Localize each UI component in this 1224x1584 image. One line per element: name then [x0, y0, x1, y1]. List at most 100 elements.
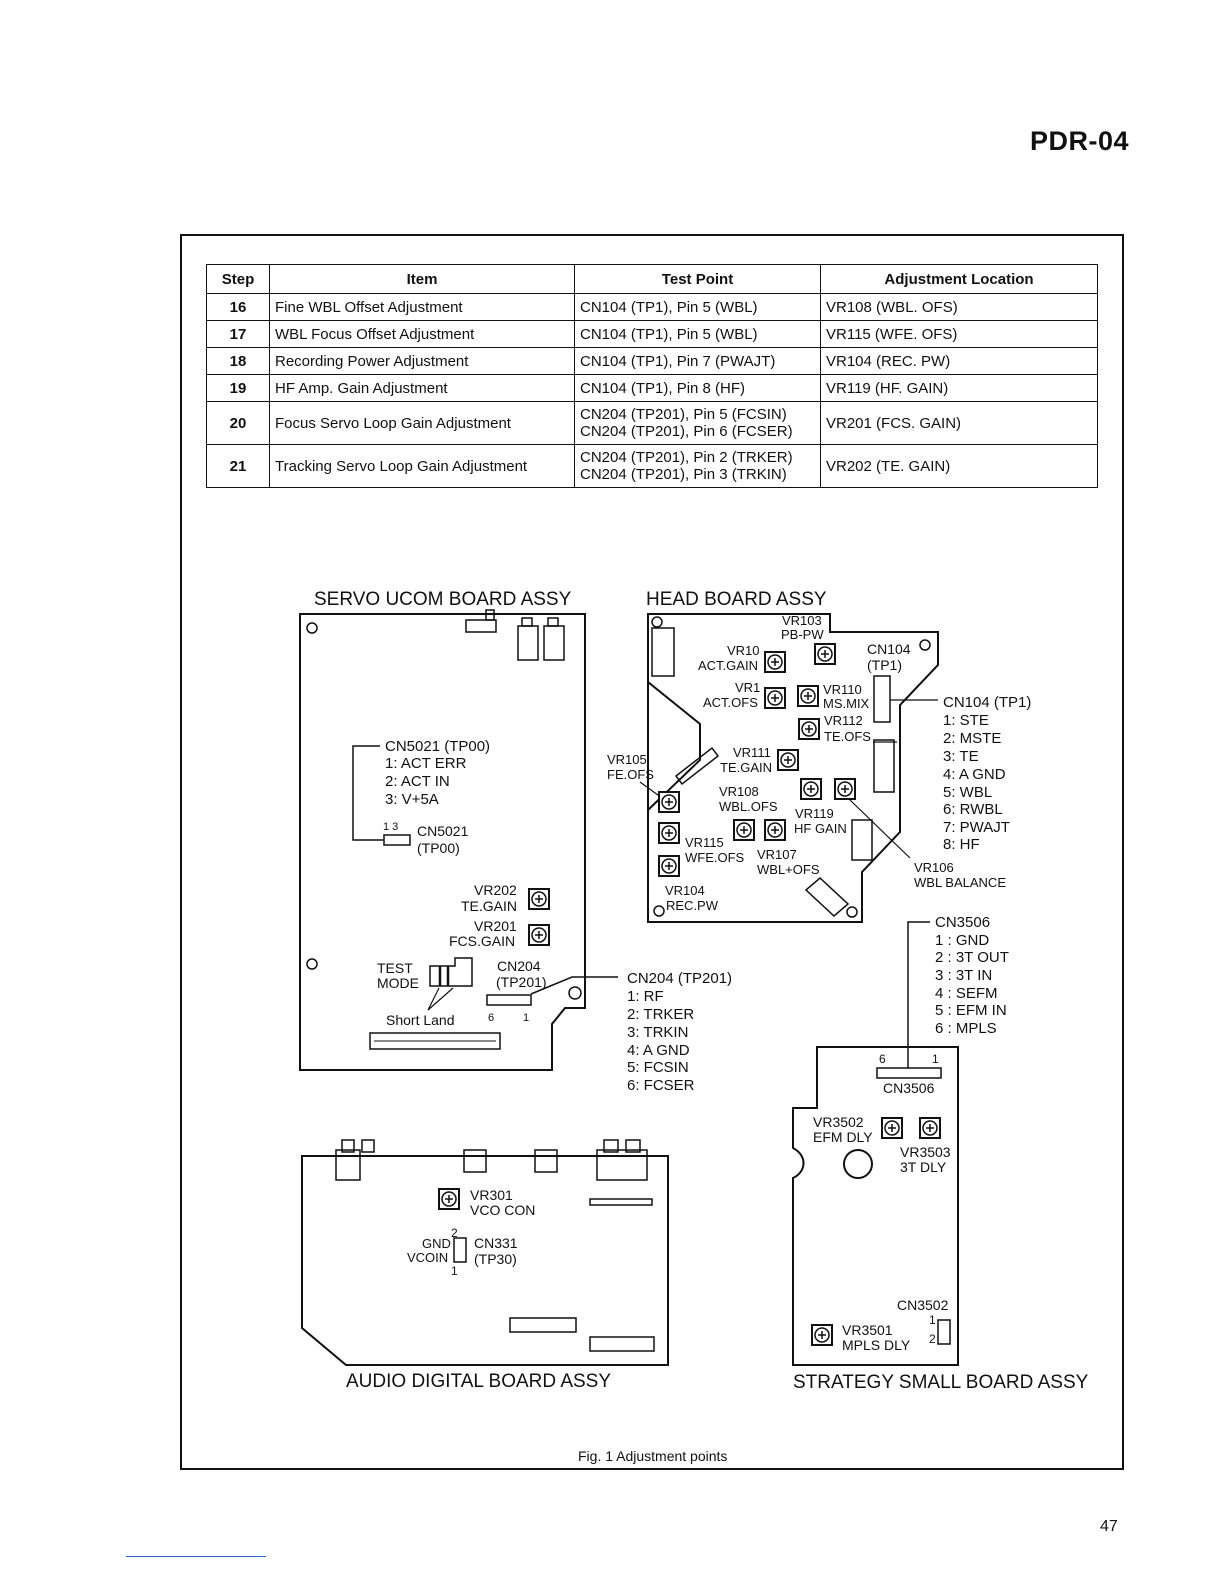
cn104-pin: 6: RWBL	[943, 801, 1003, 818]
mpls-dly-label: MPLS DLY	[842, 1337, 911, 1353]
hf-gain-label: HF GAIN	[794, 821, 847, 836]
component-shape	[873, 739, 895, 793]
vr107-pot-icon	[764, 819, 786, 841]
adjustment-table: Step Item Test Point Adjustment Location…	[206, 264, 1098, 488]
cn3506-pin: 6 : MPLS	[935, 1020, 997, 1037]
table-row: 21 Tracking Servo Loop Gain Adjustment C…	[206, 444, 1098, 488]
vr104-pot-icon	[658, 855, 680, 877]
item-cell: Tracking Servo Loop Gain Adjustment	[269, 444, 575, 488]
test-point-line: CN204 (TP201), Pin 6 (FCSER)	[580, 423, 793, 440]
table-row: 17 WBL Focus Offset Adjustment CN104 (TP…	[206, 320, 1098, 348]
vr106-label: VR106	[914, 860, 954, 875]
step-cell: 20	[206, 401, 270, 445]
vco-con-label: VCO CON	[470, 1202, 535, 1218]
vr1-label: VR1	[735, 680, 760, 695]
servo-board-title: SERVO UCOM BOARD ASSY	[314, 589, 572, 610]
leader-line	[907, 921, 930, 1068]
cn5021-tp-label: (TP00)	[417, 840, 460, 856]
head-board-outline	[647, 613, 939, 923]
cn5021-pin-numbers: 1 3	[383, 821, 398, 833]
vr105-label: VR105	[607, 752, 647, 767]
vr110-label: VR110	[823, 682, 862, 697]
connector-shape	[589, 1336, 655, 1352]
cn3506-label: CN3506	[883, 1080, 935, 1096]
vr105-pot-icon	[658, 791, 680, 813]
connector-shape	[335, 1149, 361, 1181]
component-shape	[674, 746, 720, 786]
vr3503-label: VR3503	[900, 1144, 951, 1160]
connector-shape	[465, 619, 497, 633]
cn204-pin: 5: FCSIN	[627, 1059, 689, 1076]
connector-shape	[521, 617, 533, 627]
audio-board-outline	[301, 1155, 669, 1366]
cn204-pin: 1: RF	[627, 988, 664, 1005]
cn104-pin-list: CN104 (TP1) 1: STE 2: MSTE 3: TE 4: A GN…	[943, 694, 1031, 853]
table-row: 18 Recording Power Adjustment CN104 (TP1…	[206, 347, 1098, 375]
location-cell: VR104 (REC. PW)	[820, 347, 1098, 375]
cn331-pin-number: 2	[451, 1226, 458, 1240]
bottom-link-line	[126, 1556, 266, 1557]
figure-caption: Fig. 1 Adjustment points	[578, 1448, 728, 1464]
cn3502-label: CN3502	[897, 1297, 949, 1313]
vr115-pot-icon	[658, 822, 680, 844]
vr115-label: VR115	[685, 835, 724, 850]
rec-pw-label: REC.PW	[666, 898, 719, 913]
header-test-point: Test Point	[574, 264, 821, 294]
cn5021-pin: 2: ACT IN	[385, 773, 450, 790]
efm-dly-label: EFM DLY	[813, 1129, 873, 1145]
test-mode-label: TEST	[377, 960, 413, 976]
vr3501-pot-icon	[811, 1324, 833, 1346]
strategy-small-board: 6 1 CN3506 VR3502 EFM DLY VR3503 3T DLY …	[792, 1046, 1089, 1393]
audio-digital-board: VR301 VCO CON 2 GND VCOIN 1 CN331 (TP30)…	[301, 1139, 669, 1392]
component-shape	[651, 627, 675, 677]
vr301-label: VR301	[470, 1187, 513, 1203]
item-cell: HF Amp. Gain Adjustment	[269, 374, 575, 402]
cn104-pin: 1: STE	[943, 712, 989, 729]
fe-ofs-label: FE.OFS	[607, 767, 654, 782]
vr202-pot-icon	[528, 888, 550, 910]
vr103-label: VR103	[782, 613, 822, 628]
vr201-pot-icon	[528, 924, 550, 946]
vr10-pot-icon	[764, 651, 786, 673]
test-mode-land	[429, 957, 473, 987]
item-cell: Fine WBL Offset Adjustment	[269, 293, 575, 321]
vr3502-pot-icon	[881, 1117, 903, 1139]
cn3506-pin: 1 : GND	[935, 932, 989, 949]
cn204-pin: 6: FCSER	[627, 1077, 695, 1094]
cn3506-list-title: CN3506	[935, 914, 990, 931]
component-shape	[589, 1198, 653, 1206]
te-ofs-label: TE.OFS	[824, 729, 871, 744]
step-cell: 19	[206, 374, 270, 402]
cn3506-pin: 5 : EFM IN	[935, 1002, 1007, 1019]
short-land-label: Short Land	[386, 1012, 455, 1028]
wbl-balance-label: WBL BALANCE	[914, 875, 1006, 890]
vr110-pot-icon	[797, 685, 819, 707]
wbl-ofs2-label: WBL+OFS	[757, 862, 820, 877]
wfe-ofs-label: WFE.OFS	[685, 850, 745, 865]
cn204-pin-number: 1	[523, 1012, 529, 1024]
connector-shape	[534, 1149, 558, 1173]
vr202-name: TE.GAIN	[461, 898, 517, 914]
cn104-pin: 3: TE	[943, 748, 979, 765]
vr104-label: VR104	[665, 883, 705, 898]
cn5021-pin: 1: ACT ERR	[385, 755, 467, 772]
mounting-hole	[306, 622, 318, 634]
cn104-pin: 8: HF	[943, 836, 980, 853]
cn104-connector	[873, 675, 891, 723]
vr3501-label: VR3501	[842, 1322, 893, 1338]
cn104-list-title: CN104 (TP1)	[943, 694, 1031, 711]
cn3506-connector	[876, 1067, 942, 1079]
connector-shape	[509, 1317, 577, 1333]
cn104-label: CN104	[867, 641, 911, 657]
act-gain-label: ACT.GAIN	[698, 658, 758, 673]
vr106-pot-shape	[804, 876, 850, 918]
cn204-pin-number: 6	[488, 1012, 494, 1024]
mounting-hole	[568, 986, 582, 1000]
cn204-pin-list: CN204 (TP201) 1: RF 2: TRKER 3: TRKIN 4:…	[627, 970, 732, 1094]
vr201-name: FCS.GAIN	[449, 933, 515, 949]
vr3502-label: VR3502	[813, 1114, 864, 1130]
connector-shape	[369, 1032, 501, 1050]
vr119-label: VR119	[795, 806, 834, 821]
leader-line	[849, 799, 911, 859]
vr1-pot-icon	[764, 687, 786, 709]
